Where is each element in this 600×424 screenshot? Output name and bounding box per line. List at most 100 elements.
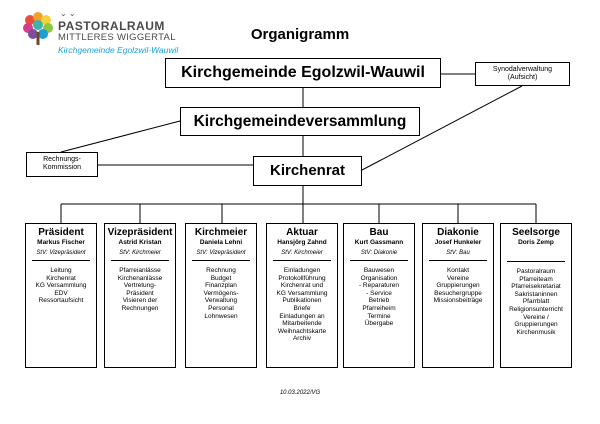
page-title: Organigramm — [250, 26, 350, 43]
duty-item: Pfarrblatt — [522, 298, 550, 306]
synodal-line-1: Synodalverwaltung — [492, 66, 553, 73]
department-divider — [192, 260, 250, 261]
department-divider — [32, 260, 90, 261]
assembly-box: Kirchgemeindeversammlung — [180, 107, 420, 136]
duty-item: Gruppierungen — [514, 321, 558, 329]
duty-item: Budget — [210, 274, 232, 282]
duty-item: Religionsunterricht — [509, 305, 563, 313]
duty-item: Einladungen an — [279, 312, 325, 320]
department-deputy: StV: Kirchmeier — [119, 250, 161, 256]
department-divider — [350, 260, 408, 261]
duty-item: Leitung — [50, 267, 72, 274]
duty-item: Archiv — [292, 335, 312, 343]
duty-item: Kontakt — [446, 267, 470, 274]
footer-date: 10.03.2022/VG — [279, 390, 321, 396]
duty-item: Finanzplan — [205, 282, 237, 290]
audit-line-1: Rechnungs- — [43, 156, 81, 163]
duty-item: Besuchergruppe — [434, 289, 482, 297]
duty-item: Verwaltung — [204, 297, 238, 305]
duty-item: Kirchenrat und — [280, 282, 324, 290]
duty-item: Mitarbeitende — [282, 320, 322, 328]
duty-item: Pfarreianlässe — [119, 267, 161, 274]
synodal-box: Synodalverwaltung (Aufsicht) — [475, 62, 570, 86]
duty-item: Publikationen — [282, 297, 322, 305]
department-title: Diakonie — [437, 227, 479, 238]
logo-line-3: Kirchgemeinde Egolzwil-Wauwil — [58, 45, 179, 55]
duty-item: Rechnung — [206, 267, 236, 274]
duty-item: - Service — [366, 289, 392, 297]
duty-item: Pfarreisekretariat — [511, 283, 561, 291]
parish-box: Kirchgemeinde Egolzwil-Wauwil — [165, 58, 441, 88]
duty-item: EDV — [54, 289, 68, 297]
department-person: Markus Fischer — [37, 239, 85, 246]
duty-item: Kirchenanlässe — [117, 274, 163, 282]
duty-item: KG Versammlung — [35, 282, 87, 290]
duty-item: Briefe — [293, 304, 311, 312]
duty-item: - Reparaturen — [358, 282, 400, 290]
department-deputy: StV: Bau — [446, 250, 470, 256]
duty-item: Vermögens- — [203, 289, 239, 297]
duty-item: Kirchenmusik — [516, 328, 556, 336]
department-person: Hansjörg Zahnd — [277, 239, 327, 246]
duty-item: Rechnungen — [121, 304, 159, 312]
birds-icon: ⌄ ⌄ — [60, 9, 76, 18]
synodal-line-2: (Aufsicht) — [507, 74, 538, 81]
duty-item: Bauwesen — [363, 267, 395, 274]
duty-item: Missionsbeiträge — [433, 297, 483, 305]
duty-item: Kirchenrat — [46, 274, 76, 282]
department-person: Daniela Lehni — [199, 239, 243, 246]
department-deputy: StV: Diakonie — [360, 250, 398, 256]
council-box: Kirchenrat — [253, 156, 362, 186]
duty-item: Vereine — [446, 274, 470, 282]
duty-item: Ressortaufsicht — [38, 297, 84, 305]
department-person: Doris Zemp — [518, 239, 554, 246]
department-divider — [507, 261, 565, 262]
department-title: Kirchmeier — [194, 227, 248, 238]
duty-item: Lohnwesen — [204, 312, 238, 320]
duty-item: Termine — [367, 312, 391, 320]
duty-item: Personal — [208, 304, 234, 312]
duty-item: Visieren der — [122, 297, 158, 305]
duty-item: Organisation — [360, 274, 398, 282]
department-person: Josef Hunkeler — [434, 239, 482, 246]
duty-item: Pfarreiteam — [519, 275, 553, 283]
duty-item: Pfarreiheim — [362, 304, 396, 312]
department-person: Astrid Kristan — [118, 239, 162, 246]
department-title: Vizepräsident — [107, 227, 173, 238]
department-person: Kurt Gassmann — [354, 239, 404, 246]
logo-line-1: PASTORALRAUM — [58, 19, 165, 33]
logo-tree-icon — [20, 10, 56, 46]
department-title: Seelsorge — [512, 227, 560, 238]
duty-item: KG Versammlung — [276, 289, 328, 297]
duty-item: Übergabe — [364, 320, 394, 328]
duty-item: Sakristaninnen — [514, 290, 558, 298]
department-divider — [429, 260, 487, 261]
audit-line-2: Kommission — [42, 164, 82, 171]
department-deputy: StV: Vizepräsident — [196, 250, 246, 256]
duty-item: Vertretung- — [123, 282, 157, 290]
duty-item: Gruppierungen — [436, 282, 480, 290]
duty-item: Pastoralraum — [516, 268, 556, 275]
logo-line-2: MITTLERES WIGGERTAL — [58, 32, 176, 43]
department-divider — [111, 260, 169, 261]
department-deputy: StV: Kirchmeier — [281, 250, 323, 256]
department-title: Präsident — [38, 227, 84, 238]
department-title: Aktuar — [286, 227, 318, 238]
duty-item: Vereine / — [523, 313, 549, 321]
department-divider — [273, 260, 331, 261]
